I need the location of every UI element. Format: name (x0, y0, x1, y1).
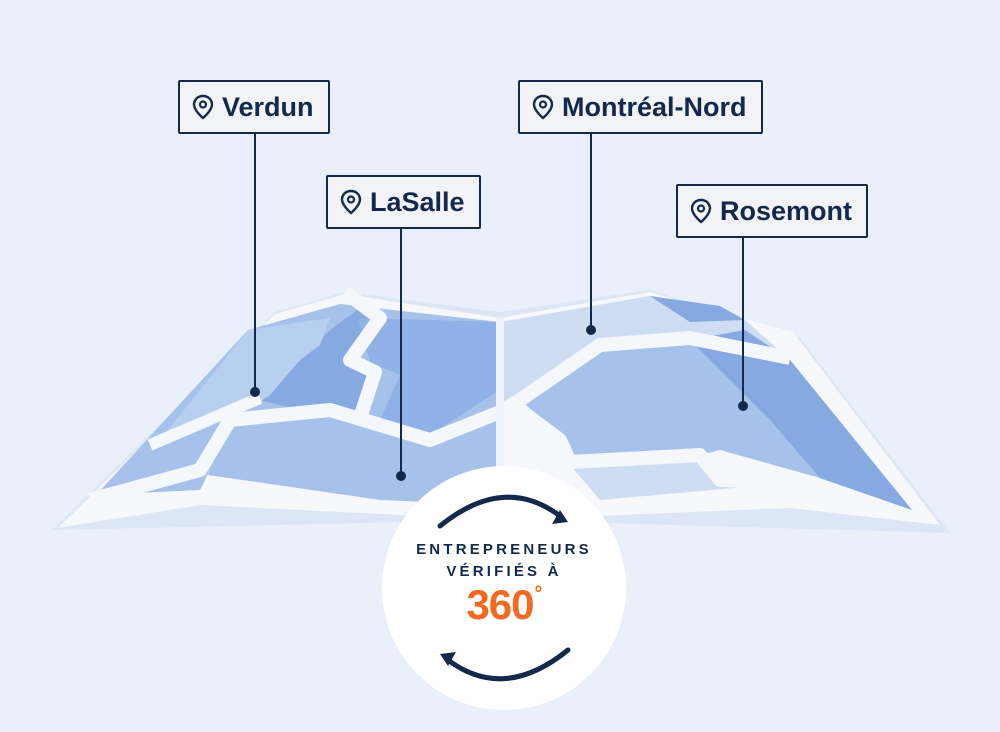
map-pin-icon (532, 94, 554, 120)
map-region (358, 318, 500, 435)
location-label-lasalle: LaSalle (326, 175, 481, 229)
badge-degree: ° (534, 583, 543, 605)
map-road (88, 331, 792, 507)
map-region (570, 455, 800, 500)
location-label-verdun: Verdun (178, 80, 330, 134)
badge-number: 360 (466, 581, 534, 628)
location-label-rosemont: Rosemont (676, 184, 869, 238)
connector-dot-lasalle (396, 471, 406, 481)
circular-arrows-icon (437, 494, 571, 682)
connector-dot-rosemont (738, 401, 748, 411)
map-region (650, 296, 745, 322)
connector-dot-verdun (250, 387, 260, 397)
connector-dot-montreal-nord (586, 325, 596, 335)
location-name: LaSalle (370, 186, 465, 217)
map-region (690, 330, 912, 510)
location-label-montreal-nord: Montréal-Nord (518, 80, 763, 134)
badge-line-2: VÉRIFIÉS À (446, 563, 562, 580)
verified-badge: ENTREPRENEURS VÉRIFIÉS À 360° (382, 466, 626, 710)
map-road (515, 404, 801, 489)
map-pin-icon (192, 94, 214, 120)
map-road (340, 286, 387, 421)
location-name: Montréal-Nord (562, 91, 747, 122)
map-region (160, 318, 330, 440)
map-region (208, 405, 500, 505)
map-pin-icon (690, 198, 712, 224)
map-region (260, 308, 380, 420)
map-road (147, 392, 263, 451)
badge-line-1: ENTREPRENEURS (416, 541, 592, 558)
location-name: Rosemont (720, 195, 853, 226)
map-pin-icon (340, 189, 362, 215)
location-name: Verdun (222, 91, 314, 122)
map-region (500, 296, 790, 410)
badge-360: 360° (382, 581, 626, 629)
